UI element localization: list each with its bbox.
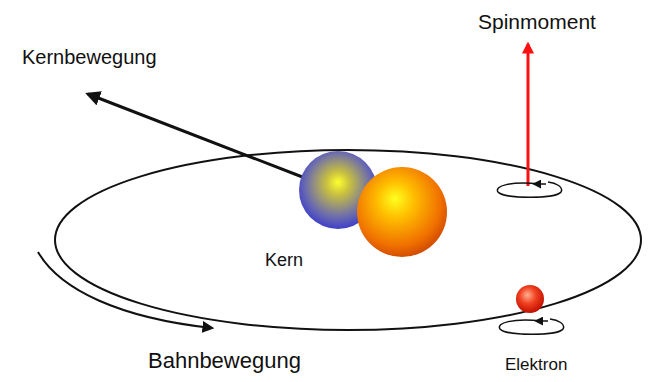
spin-rotation-arrow: [534, 183, 546, 185]
orbit-ellipse: [55, 150, 641, 330]
spin-label: Spinmoment: [478, 10, 596, 33]
spin-rotation-arrow: [499, 319, 563, 334]
nucleus-sphere: [357, 167, 447, 257]
spin-rotation-arrow: [497, 182, 561, 197]
motion-label: Kernbewegung: [22, 46, 157, 68]
electron-label: Elektron: [505, 356, 567, 375]
nucleus-label: Kern: [265, 251, 303, 271]
electron-sphere: [516, 285, 544, 313]
motion-label: Bahnbewegung: [148, 349, 301, 373]
nucleus-motion-arrow: [88, 94, 305, 178]
spin-rotation-arrow: [536, 320, 548, 322]
orbit-motion-arrow: [38, 252, 212, 328]
spin-moment-arrow: [527, 44, 530, 186]
